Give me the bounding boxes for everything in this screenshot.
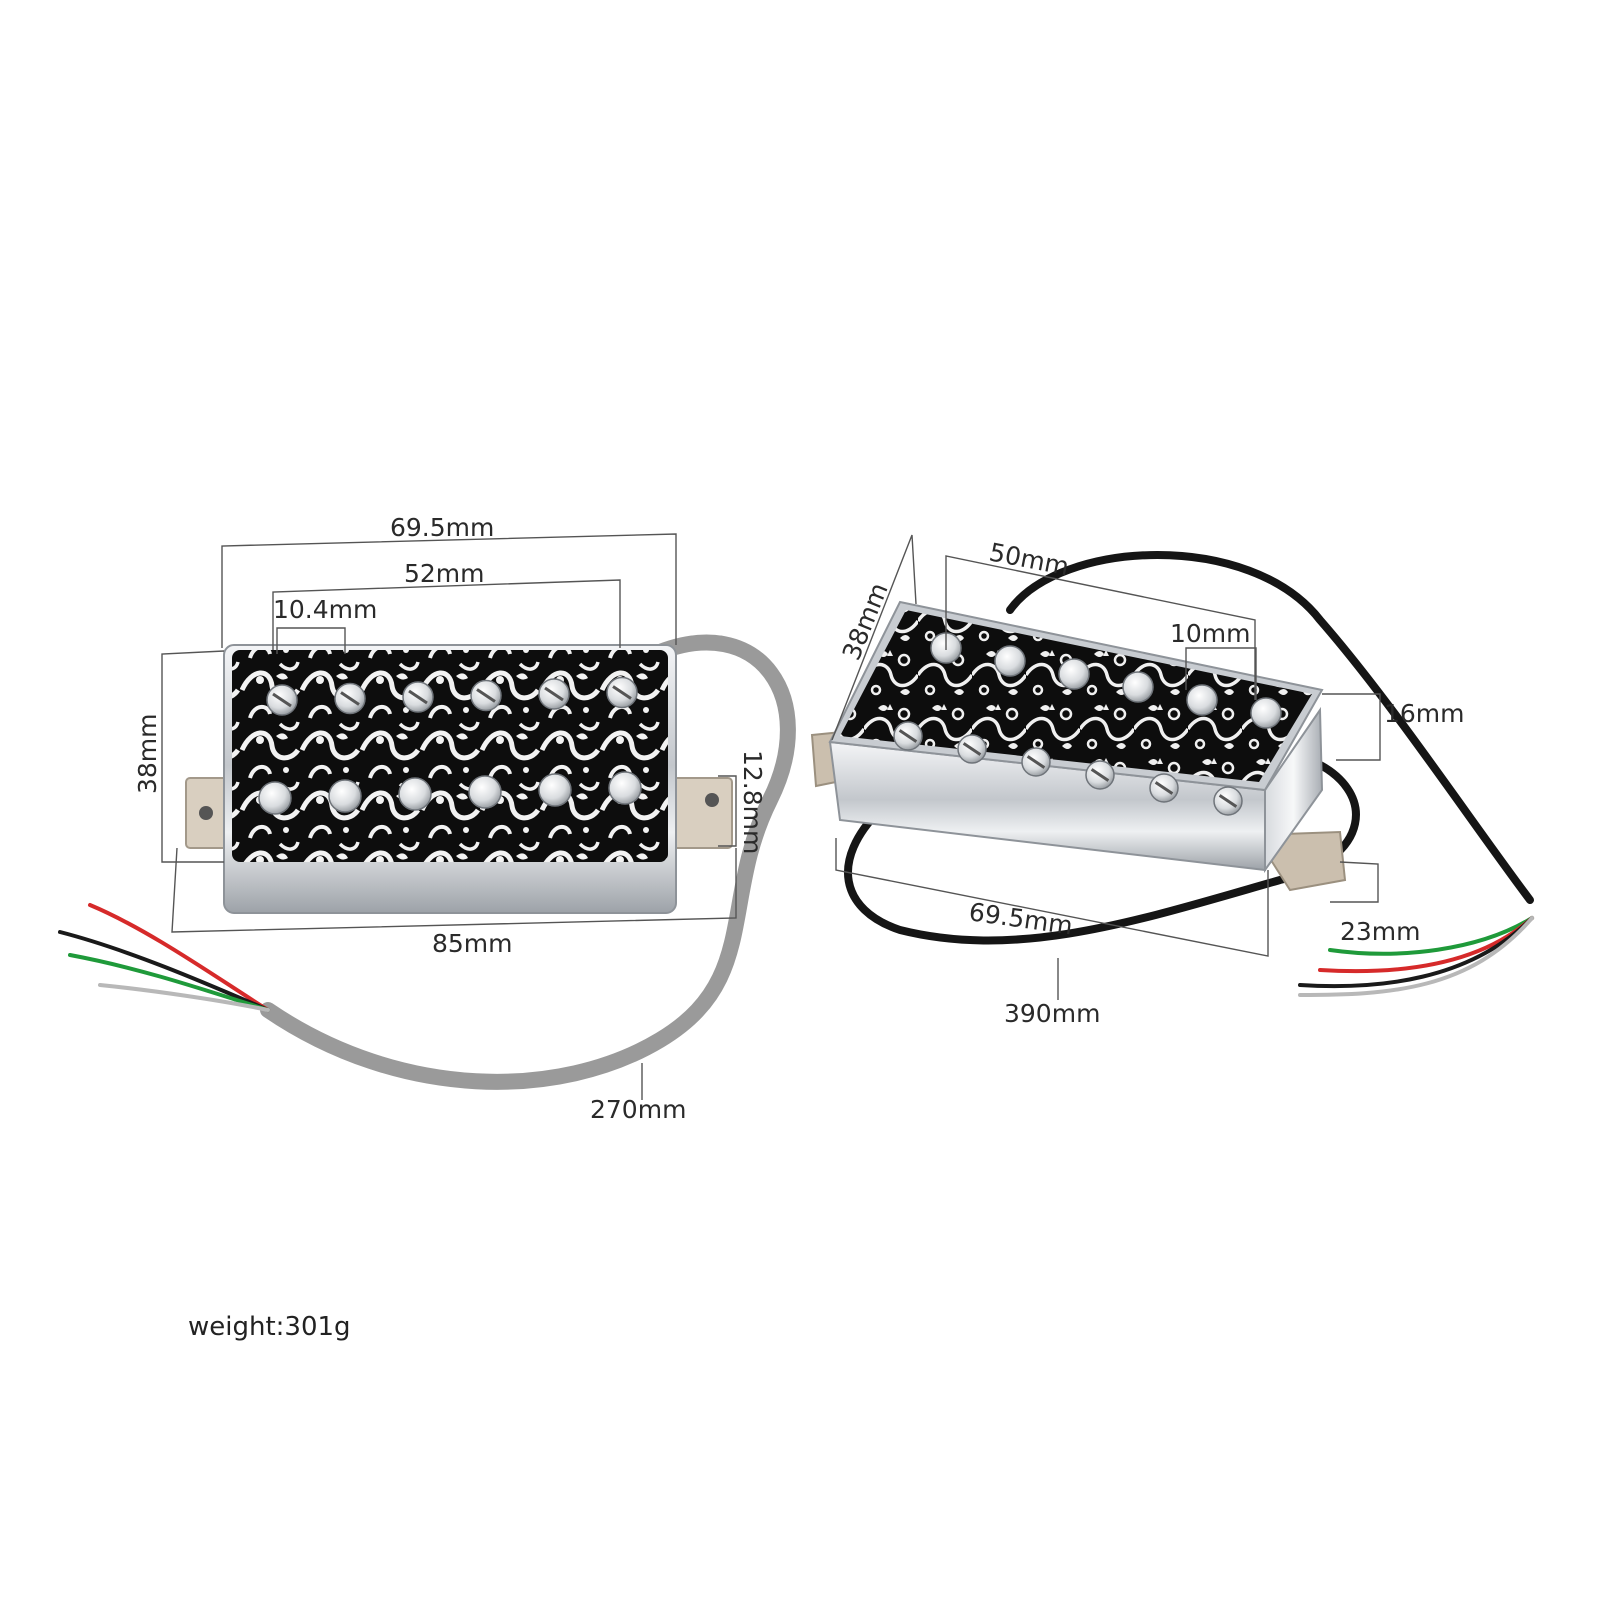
left-dim-height: 38mm <box>133 713 162 794</box>
right-screw-pole-2-slot <box>962 742 982 756</box>
left-slug-pole-1 <box>258 781 292 815</box>
left-dim-pole-spacing: 10.4mm <box>273 595 377 624</box>
left-screw-pole-4-slot <box>476 688 496 703</box>
right-slug-pole-5 <box>1186 684 1218 716</box>
right-dim-width: 69.5mm <box>967 897 1074 940</box>
right-slug-pole-3 <box>1058 658 1090 690</box>
weight-label: weight:301g <box>188 1312 351 1342</box>
right-screw-pole-1-slot <box>898 729 918 743</box>
left-pickup <box>58 634 796 1090</box>
right-screw-pole-4-slot <box>1090 768 1110 782</box>
right-pickup-side-face <box>1264 706 1324 874</box>
right-dim-base-depth: 23mm <box>1340 917 1421 946</box>
right-slug-pole-4 <box>1122 671 1154 703</box>
right-black-cable-loop <box>844 756 1360 945</box>
left-screw-pole-5-slot <box>544 686 564 702</box>
right-pickup <box>810 551 1534 997</box>
left-slug-pole-4 <box>468 775 502 809</box>
left-mounting-hole-left <box>199 806 213 820</box>
right-dimensions: 38mm 50mm 10mm 16mm 69.5mm 23mm 390mm <box>831 534 1465 1028</box>
left-wire-bundle <box>58 903 270 1012</box>
right-dim-pole-spacing: 10mm <box>1170 619 1251 648</box>
left-slug-pole-5 <box>538 773 572 807</box>
left-dim-cover-width: 69.5mm <box>390 513 494 542</box>
left-dim-cable-length: 270mm <box>590 1095 686 1124</box>
left-screw-pole-6-slot <box>612 685 632 700</box>
left-dim-depth: 12.8mm <box>738 750 767 854</box>
left-grey-cable <box>260 634 796 1090</box>
right-wire-bundle <box>1298 916 1534 997</box>
left-slug-pole-6 <box>608 771 642 805</box>
left-screw-pole-1-slot <box>272 692 292 708</box>
right-pole-pieces <box>893 632 1282 816</box>
right-screw-pole-5-slot <box>1154 781 1174 795</box>
right-screw-pole-3-slot <box>1026 755 1046 769</box>
left-slug-pole-2 <box>328 779 362 813</box>
right-dim-pole-span: 50mm <box>987 537 1072 581</box>
left-engraved-top <box>232 650 668 862</box>
left-dimensions: 69.5mm 52mm 10.4mm 38mm 12.8mm 85mm 270m… <box>133 513 767 1124</box>
left-dim-total-width: 85mm <box>432 929 513 958</box>
left-slug-pole-3 <box>398 777 432 811</box>
right-black-cable <box>1006 551 1534 904</box>
right-dim-side-height: 16mm <box>1384 699 1465 728</box>
left-mounting-hole-right <box>705 793 719 807</box>
right-slug-pole-2 <box>994 645 1026 677</box>
left-screw-pole-3-slot <box>408 689 428 705</box>
left-pole-pieces <box>258 676 642 815</box>
left-screw-pole-2-slot <box>340 691 360 706</box>
left-dim-pole-span: 52mm <box>404 559 485 588</box>
right-dim-cable-length: 390mm <box>1004 999 1100 1028</box>
right-screw-pole-6-slot <box>1218 794 1238 808</box>
right-slug-pole-6 <box>1250 697 1282 729</box>
